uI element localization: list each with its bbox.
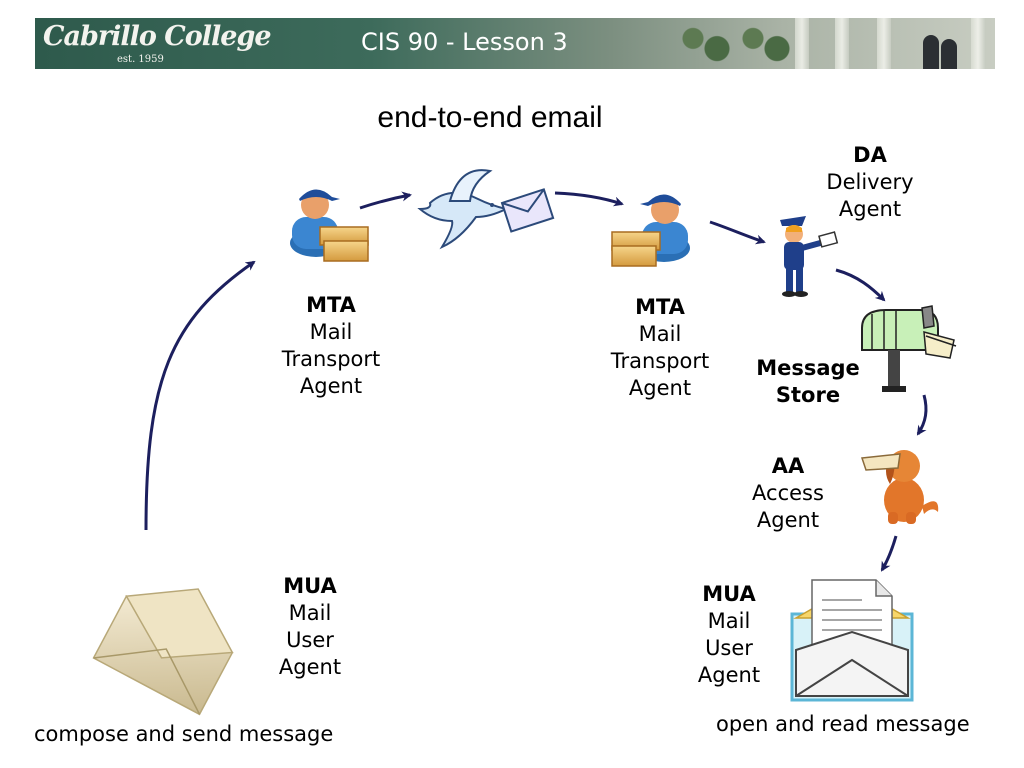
arrow-bird-to-mta (554, 191, 624, 207)
mua2-line2: User (705, 636, 753, 660)
mta2-line1: Mail (638, 322, 682, 346)
arrow-mta-to-da (709, 220, 766, 245)
mua1-line2: User (286, 628, 334, 652)
arrow-aa-to-mua (880, 535, 898, 572)
mta2-line2: Transport (610, 349, 710, 373)
envelope-letter-icon (790, 579, 914, 702)
banner-foliage (675, 18, 735, 69)
aa-label: AA Access Agent (738, 453, 838, 534)
mua2-label: MUA Mail User Agent (679, 581, 779, 689)
aa-abbr: AA (771, 454, 805, 478)
mta2-label: MTA Mail Transport Agent (595, 294, 725, 402)
aa-line1: Access (752, 481, 824, 505)
dog-fetching-icon (860, 450, 939, 524)
aa-line2: Agent (756, 508, 820, 532)
banner-title: CIS 90 - Lesson 3 (361, 28, 568, 56)
mua2-line3: Agent (697, 663, 761, 687)
compose-caption: compose and send message (34, 722, 334, 746)
mua2-abbr: MUA (702, 582, 756, 606)
message-store-line1: Message (756, 356, 860, 380)
carrier-bird-icon (417, 169, 555, 250)
da-line1: Delivery (826, 170, 914, 194)
mta-worker-icon (290, 189, 369, 262)
message-store-line2: Store (775, 383, 841, 407)
mua1-line3: Agent (278, 655, 342, 679)
mta1-label: MTA Mail Transport Agent (266, 292, 396, 400)
college-logo: Cabrillo College (43, 21, 272, 52)
mta1-abbr: MTA (306, 293, 356, 317)
banner-figure (941, 39, 957, 69)
banner-column (795, 18, 809, 69)
mail-carrier-icon (780, 216, 839, 297)
mua1-label: MUA Mail User Agent (260, 573, 360, 681)
da-label: DA Delivery Agent (810, 142, 930, 223)
arrow-store-to-aa (916, 394, 928, 436)
slide-title: end-to-end email (377, 101, 603, 134)
mua2-line1: Mail (707, 609, 751, 633)
message-store-label: Message Store (748, 355, 868, 409)
open-envelope-icon (92, 588, 234, 716)
da-abbr: DA (853, 143, 887, 167)
mta1-line2: Transport (281, 347, 381, 371)
banner-foliage (735, 18, 795, 69)
da-line2: Agent (838, 197, 902, 221)
banner-column (877, 18, 891, 69)
arrow-compose-to-mta (144, 260, 256, 531)
college-logo-subtext: est. 1959 (117, 54, 164, 65)
banner-figure (923, 35, 939, 69)
banner-column (835, 18, 849, 69)
arrow-mta-to-bird (359, 191, 412, 210)
header-banner: Cabrillo College est. 1959 CIS 90 - Less… (35, 18, 995, 69)
arrow-da-to-store (835, 268, 886, 302)
mta1-line3: Agent (299, 374, 363, 398)
mta1-line1: Mail (309, 320, 353, 344)
mta2-abbr: MTA (635, 295, 685, 319)
mua1-abbr: MUA (283, 574, 337, 598)
mta2-line3: Agent (628, 376, 692, 400)
mua1-line1: Mail (288, 601, 332, 625)
mailbox-icon (861, 305, 957, 392)
mta-worker-icon (611, 194, 690, 267)
read-caption: open and read message (716, 712, 970, 736)
banner-column (971, 18, 985, 69)
